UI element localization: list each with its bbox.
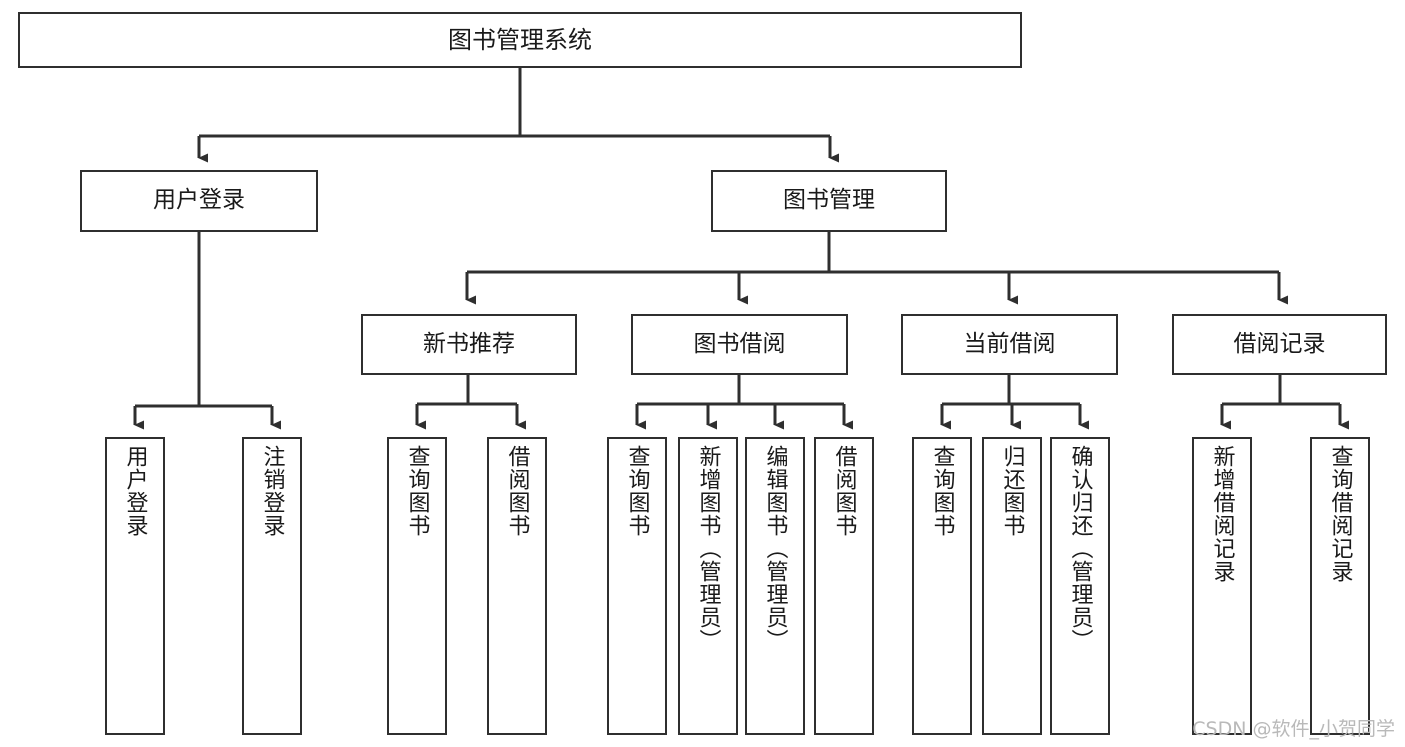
node-leaf-borrow-book-1[interactable]: 借阅图书 xyxy=(487,437,547,735)
node-leaf-query-book-2-label: 查询图书 xyxy=(624,445,650,537)
node-leaf-query-book-2[interactable]: 查询图书 xyxy=(607,437,667,735)
node-borrow-record[interactable]: 借阅记录 xyxy=(1172,314,1387,375)
node-leaf-query-record-label: 查询借阅记录 xyxy=(1327,445,1353,583)
node-leaf-return-book[interactable]: 归还图书 xyxy=(982,437,1042,735)
node-new-book-recommend-label: 新书推荐 xyxy=(423,330,515,357)
node-leaf-add-book-label: 新增图书（管理员） xyxy=(695,445,721,652)
node-leaf-add-record-label: 新增借阅记录 xyxy=(1209,445,1235,583)
node-leaf-query-book-1[interactable]: 查询图书 xyxy=(387,437,447,735)
node-leaf-add-book[interactable]: 新增图书（管理员） xyxy=(678,437,738,735)
node-user-login[interactable]: 用户登录 xyxy=(80,170,318,232)
node-leaf-confirm-return[interactable]: 确认归还（管理员） xyxy=(1050,437,1110,735)
node-current-borrow[interactable]: 当前借阅 xyxy=(901,314,1118,375)
node-root-label: 图书管理系统 xyxy=(448,25,592,54)
node-book-borrow-label: 图书借阅 xyxy=(693,330,786,357)
node-leaf-query-book-3-label: 查询图书 xyxy=(929,445,955,537)
node-leaf-query-book-3[interactable]: 查询图书 xyxy=(912,437,972,735)
csdn-watermark: CSDN @软件_小贺同学 xyxy=(1192,718,1395,740)
node-leaf-user-login[interactable]: 用户登录 xyxy=(105,437,165,735)
node-leaf-borrow-book-1-label: 借阅图书 xyxy=(504,445,530,537)
node-leaf-user-logout-label: 注销登录 xyxy=(259,445,285,537)
node-root[interactable]: 图书管理系统 xyxy=(18,12,1022,68)
node-leaf-confirm-return-label: 确认归还（管理员） xyxy=(1067,445,1093,652)
node-book-borrow[interactable]: 图书借阅 xyxy=(631,314,848,375)
node-book-manage-label: 图书管理 xyxy=(783,187,875,214)
node-new-book-recommend[interactable]: 新书推荐 xyxy=(361,314,577,375)
node-leaf-edit-book[interactable]: 编辑图书（管理员） xyxy=(745,437,805,735)
node-book-manage[interactable]: 图书管理 xyxy=(711,170,947,232)
node-current-borrow-label: 当前借阅 xyxy=(963,330,1056,357)
node-leaf-user-login-label: 用户登录 xyxy=(122,445,148,537)
node-leaf-add-record[interactable]: 新增借阅记录 xyxy=(1192,437,1252,735)
node-leaf-query-record[interactable]: 查询借阅记录 xyxy=(1310,437,1370,735)
node-borrow-record-label: 借阅记录 xyxy=(1233,330,1326,357)
node-leaf-return-book-label: 归还图书 xyxy=(999,445,1025,537)
node-leaf-borrow-book-2[interactable]: 借阅图书 xyxy=(814,437,874,735)
node-user-login-label: 用户登录 xyxy=(153,187,245,214)
node-leaf-borrow-book-2-label: 借阅图书 xyxy=(831,445,857,537)
node-leaf-user-logout[interactable]: 注销登录 xyxy=(242,437,302,735)
node-leaf-query-book-1-label: 查询图书 xyxy=(404,445,430,537)
node-leaf-edit-book-label: 编辑图书（管理员） xyxy=(762,445,788,652)
